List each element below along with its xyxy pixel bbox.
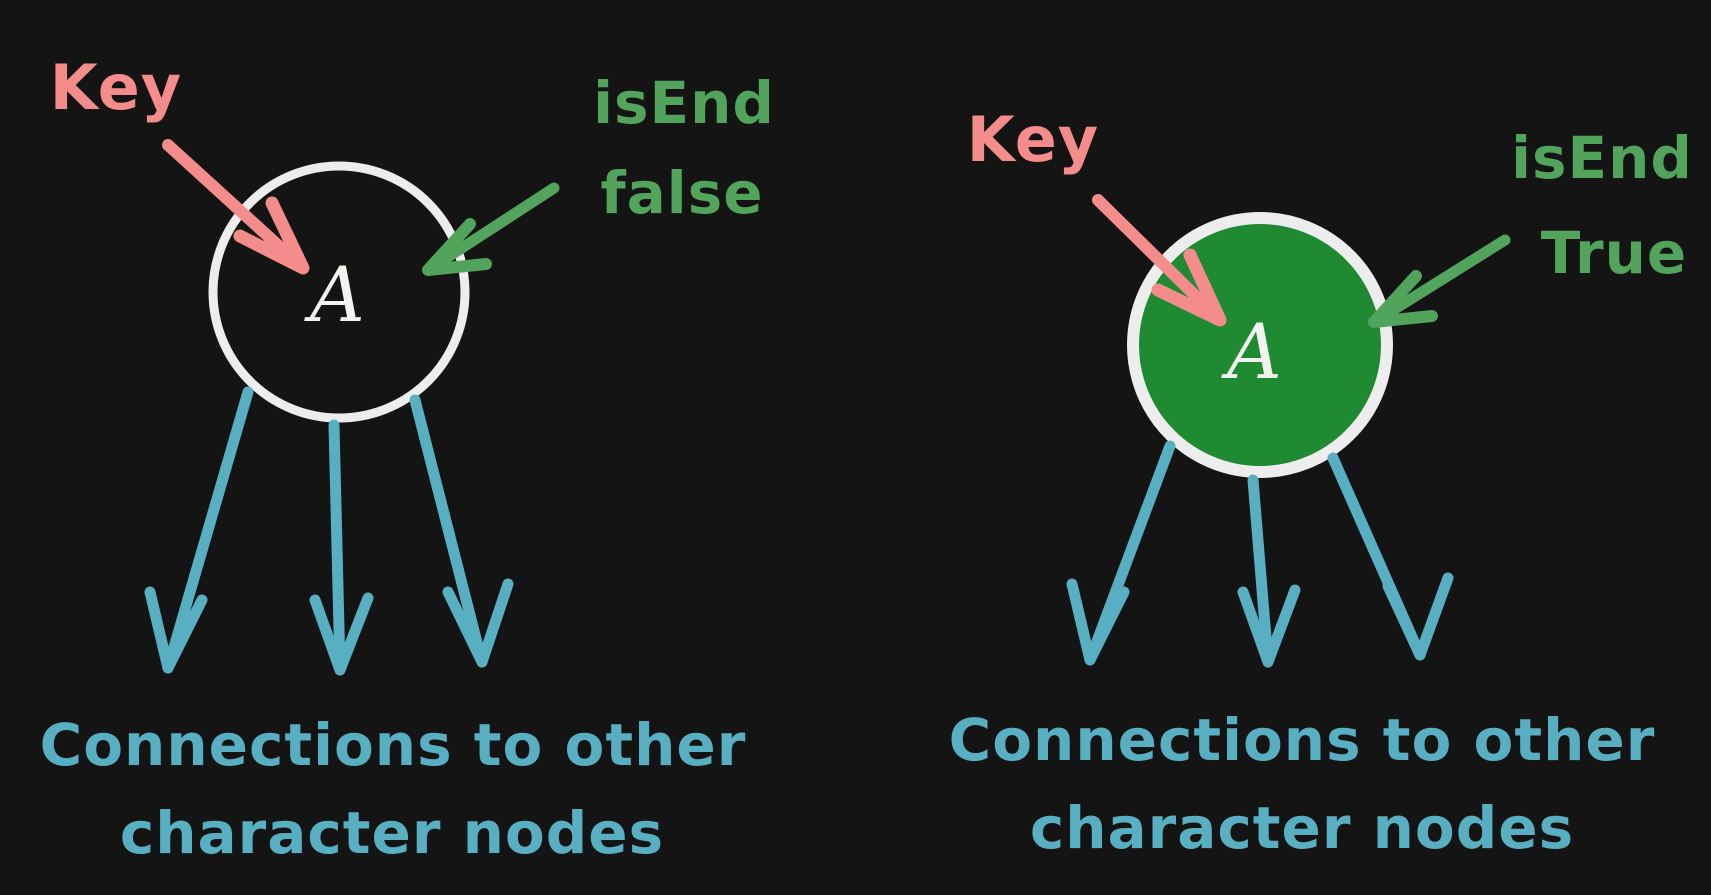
trie-node-circle-false	[208, 161, 470, 423]
key-arrowhead-icon	[233, 196, 310, 275]
connection-arrowhead-icon	[1237, 584, 1301, 668]
isend-value-true: True	[1540, 219, 1688, 287]
connection-arrowhead-icon	[144, 586, 208, 674]
connection-arrow-icon	[328, 419, 346, 676]
isend-arrow-icon	[422, 182, 560, 276]
isend-arrowhead-icon	[1368, 270, 1438, 328]
key-arrowhead-icon	[1151, 248, 1227, 327]
isend-label-line1: isEnd	[1511, 124, 1693, 192]
connections-caption-line1: Connections to other	[948, 706, 1656, 774]
key-arrow-icon	[1092, 194, 1226, 326]
connection-arrowhead-icon	[1382, 572, 1454, 661]
connection-arrowhead-icon	[1066, 578, 1130, 666]
connection-arrow-icon	[409, 394, 488, 668]
key-label: Key	[49, 51, 183, 124]
isend-arrowhead-icon	[422, 218, 492, 276]
key-arrow-icon	[162, 139, 309, 274]
isend-value-false: false	[600, 159, 764, 227]
key-label: Key	[966, 103, 1100, 176]
connections-caption-line2: character nodes	[119, 799, 665, 867]
node-key-letter: A	[310, 250, 366, 339]
connections-caption-line2: character nodes	[1029, 794, 1575, 862]
connection-arrow-icon	[1247, 474, 1274, 668]
right-trie-node-diagram	[1066, 194, 1511, 668]
left-trie-node-diagram	[144, 139, 560, 676]
node-key-letter: A	[1227, 307, 1283, 396]
connection-arrow-icon	[162, 386, 254, 674]
connections-caption-line1: Connections to other	[39, 711, 747, 779]
isend-arrow-icon	[1368, 234, 1511, 328]
isend-label-line1: isEnd	[593, 69, 775, 137]
connection-arrowhead-icon	[442, 578, 514, 668]
connection-arrowhead-icon	[309, 592, 374, 676]
